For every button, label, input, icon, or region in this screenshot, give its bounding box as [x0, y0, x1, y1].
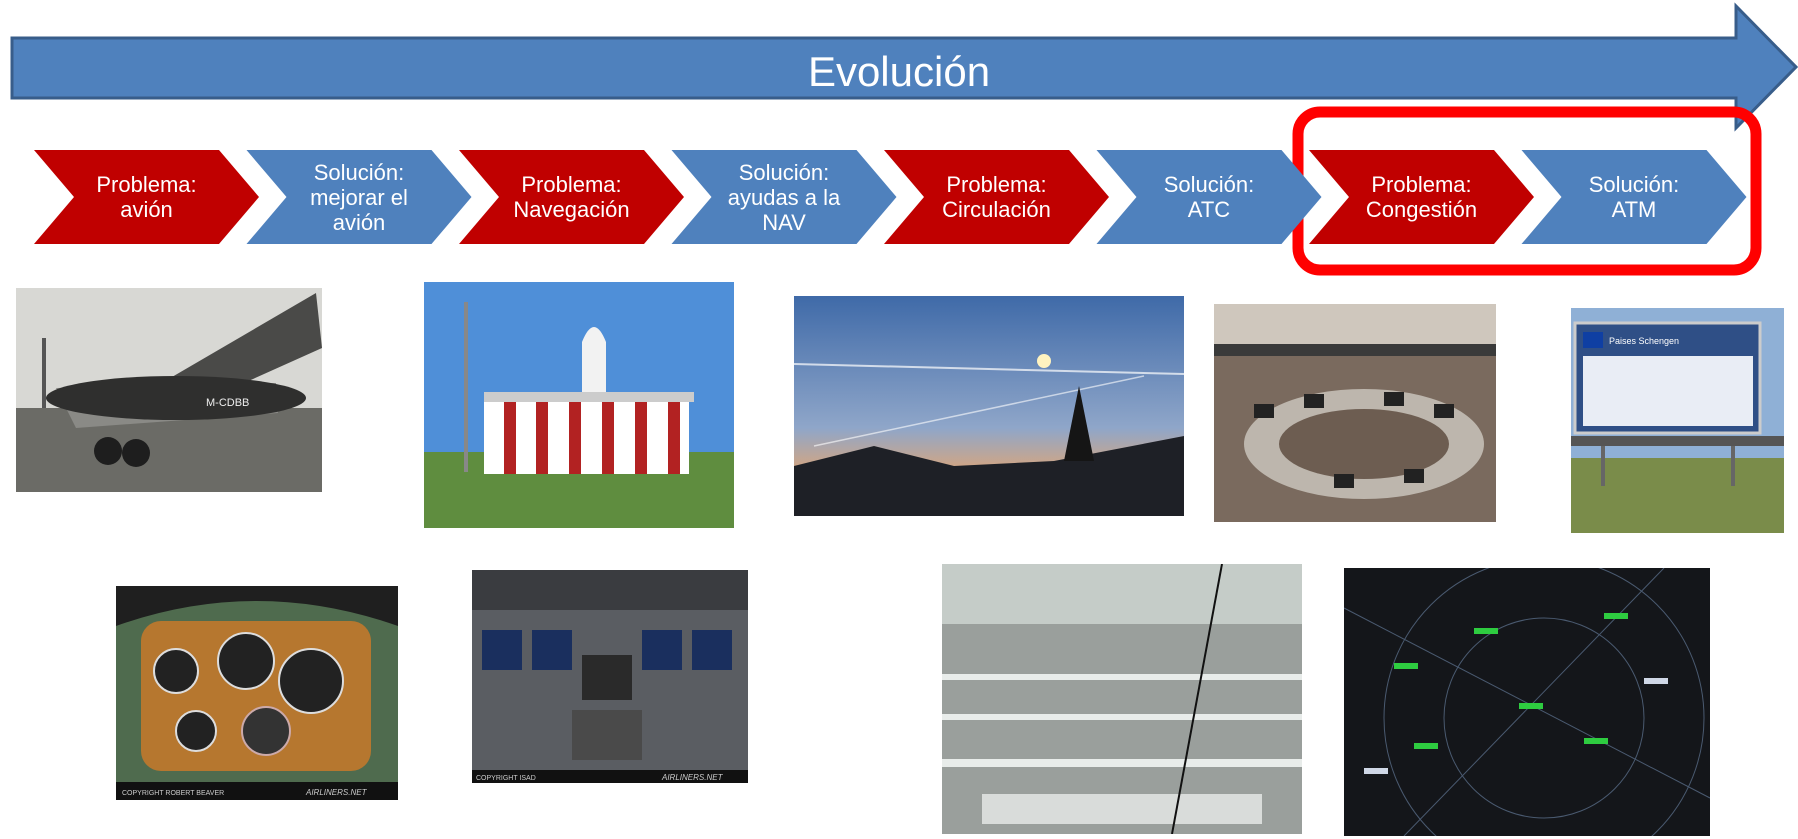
process-chevrons	[34, 150, 1747, 244]
chevron-step-1	[34, 150, 259, 244]
step-1-line-2: avión	[120, 197, 173, 222]
chevron-step-7	[1309, 150, 1534, 244]
photo-vor-station	[424, 282, 734, 528]
step-1-line-1: Problema:	[96, 172, 197, 197]
step-2-line-1: Solución:	[313, 159, 405, 185]
photo-dusk-road-sky	[794, 296, 1184, 516]
chevron-step-4	[671, 150, 897, 244]
step-6-line-2: ATC	[1187, 197, 1231, 222]
chevron-step-3	[459, 150, 684, 244]
copyright-label-2: COPYRIGHT ISAD	[476, 775, 536, 782]
step-4-line-1: Solución:	[738, 159, 830, 185]
step-3-line-2: Navegación	[513, 197, 630, 222]
evolution-arrow-shape	[10, 2, 1798, 132]
step-2-line-2: mejorar el	[310, 184, 408, 210]
step-8-line-2: ATM	[1611, 197, 1657, 222]
step-label-1: Problema:avión	[74, 150, 219, 244]
photo-vintage-cockpit: COPYRIGHT ROBERT BEAVER AIRLINERS.NET	[116, 586, 398, 800]
step-label-7: Problema:Congestión	[1349, 150, 1494, 244]
photo-old-airplane: M-CDBB	[16, 288, 322, 492]
photo-control-room	[1214, 304, 1496, 522]
photo-radar-screen	[1344, 568, 1710, 836]
step-label-6: Solución:ATC	[1137, 150, 1282, 244]
step-4-line-2: ayudas a la	[727, 184, 841, 210]
step-2-line-3: avión	[332, 209, 386, 235]
photo-glass-cockpit: COPYRIGHT ISAD AIRLINERS.NET	[472, 570, 748, 783]
chevron-step-2	[246, 150, 472, 244]
evolution-title: Evolución	[807, 48, 991, 95]
photo-schengen-sign: Paises Schengen	[1571, 308, 1784, 533]
step-5-line-2: Circulación	[942, 197, 1051, 222]
step-4-line-3: NAV	[762, 209, 806, 235]
chevron-step-8	[1521, 150, 1747, 244]
step-label-3: Problema:Navegación	[499, 150, 644, 244]
step-label-5: Problema:Circulación	[924, 150, 1069, 244]
photo-airport-apron	[942, 564, 1302, 834]
chevron-step-6	[1096, 150, 1322, 244]
step-5-line-1: Problema:	[946, 172, 1047, 197]
copyright-label-1: COPYRIGHT ROBERT BEAVER	[122, 790, 224, 797]
watermark-2: AIRLINERS.NET	[661, 773, 724, 782]
step-3-line-1: Problema:	[521, 172, 622, 197]
plane-registration: M-CDBB	[206, 397, 249, 409]
chevron-step-5	[884, 150, 1109, 244]
step-7-line-1: Problema:	[1371, 172, 1472, 197]
step-7-line-2: Congestión	[1365, 197, 1478, 222]
step-label-8: Solución:ATM	[1562, 150, 1707, 244]
step-8-line-1: Solución:	[1588, 172, 1680, 197]
sign-heading: Paises Schengen	[1609, 336, 1679, 346]
step-6-line-1: Solución:	[1163, 172, 1255, 197]
watermark-1: AIRLINERS.NET	[305, 788, 368, 797]
